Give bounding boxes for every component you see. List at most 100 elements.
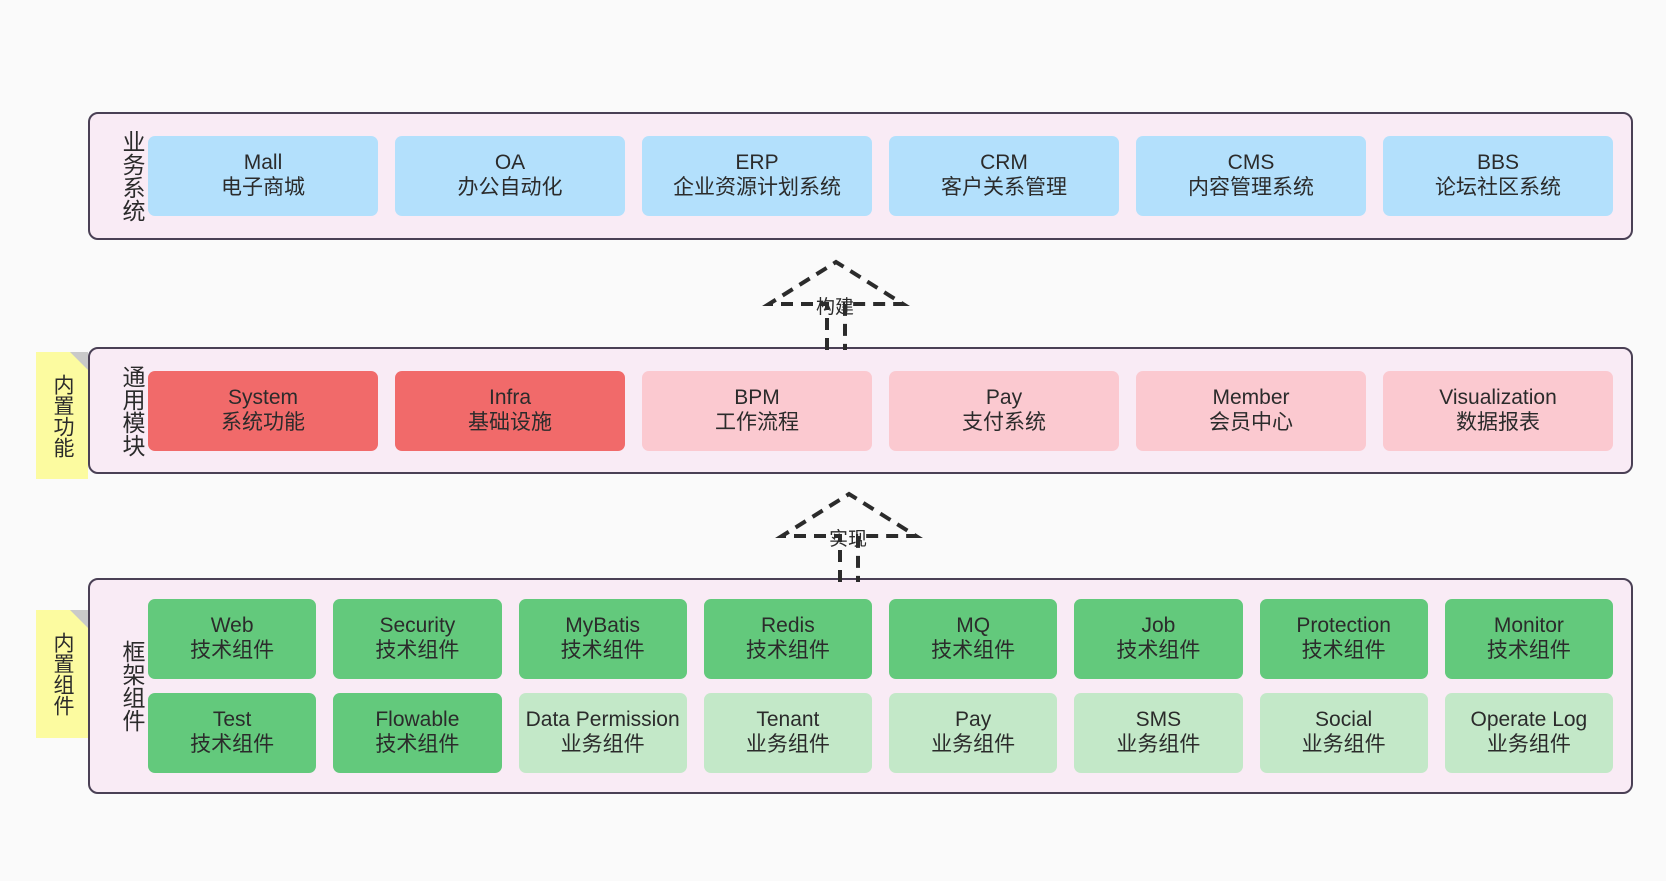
node-desc: 技术组件: [1116, 639, 1201, 662]
node-desc: 数据报表: [1456, 410, 1540, 434]
node-title: System: [227, 385, 298, 409]
node-mybatis[interactable]: MyBatis 技术组件: [518, 599, 687, 679]
layer-body-common: System 系统功能 Infra 基础设施 BPM 工作流程 Pay 支付系统…: [144, 370, 1631, 451]
node-cms[interactable]: CMS 内容管理系统: [1136, 136, 1366, 216]
node-bpm[interactable]: BPM 工作流程: [642, 370, 872, 451]
node-flowable[interactable]: Flowable 技术组件: [333, 693, 502, 773]
node-desc: 业务组件: [745, 733, 830, 756]
node-member[interactable]: Member 会员中心: [1136, 370, 1366, 451]
node-desc: 会员中心: [1209, 410, 1293, 434]
node-title: Security: [379, 614, 456, 638]
node-title: Test: [212, 708, 252, 732]
node-pay[interactable]: Pay 支付系统: [889, 370, 1119, 451]
node-title: MyBatis: [565, 614, 640, 638]
node-title: Redis: [761, 614, 815, 638]
node-desc: 技术组件: [375, 733, 460, 756]
node-desc: 办公自动化: [457, 176, 563, 199]
node-protection[interactable]: Protection 技术组件: [1259, 599, 1428, 679]
node-desc: 系统功能: [221, 410, 305, 434]
node-title: Member: [1212, 385, 1290, 409]
node-desc: 业务组件: [560, 733, 645, 756]
node-desc: 基础设施: [468, 410, 552, 434]
node-row: Test 技术组件 Flowable 技术组件 Data Permission …: [148, 693, 1613, 773]
node-title: Data Permission: [525, 708, 680, 732]
node-title: OA: [494, 151, 526, 175]
sticky-fold-corner-icon: [70, 352, 88, 370]
node-desc: 业务组件: [1301, 733, 1386, 756]
layer-framework-component: 框架组件 Web 技术组件 Security 技术组件 MyBatis 技术组件…: [88, 578, 1633, 794]
node-social[interactable]: Social 业务组件: [1259, 693, 1428, 773]
node-operate-log[interactable]: Operate Log 业务组件: [1444, 693, 1613, 773]
node-title: CMS: [1227, 151, 1275, 175]
node-title: Infra: [488, 385, 532, 409]
node-desc: 业务组件: [1486, 733, 1571, 756]
node-title: CRM: [980, 151, 1028, 175]
node-security[interactable]: Security 技术组件: [333, 599, 502, 679]
node-data-permission[interactable]: Data Permission 业务组件: [518, 693, 687, 773]
node-row: Web 技术组件 Security 技术组件 MyBatis 技术组件 Redi…: [148, 599, 1613, 679]
node-title: Operate Log: [1470, 708, 1588, 732]
connector-implement-arrow: [775, 491, 923, 582]
node-desc: 支付系统: [962, 410, 1046, 434]
node-mall[interactable]: Mall 电子商城: [148, 136, 378, 216]
node-pay-business[interactable]: Pay 业务组件: [889, 693, 1058, 773]
node-infra[interactable]: Infra 基础设施: [395, 370, 625, 451]
node-title: ERP: [735, 151, 779, 175]
sticky-note-builtin-component: 内置组件: [36, 610, 88, 738]
node-desc: 业务组件: [931, 733, 1016, 756]
node-desc: 技术组件: [375, 639, 460, 662]
node-title: BBS: [1476, 151, 1520, 175]
node-title: MQ: [956, 614, 991, 638]
node-desc: 技术组件: [1301, 639, 1386, 662]
node-erp[interactable]: ERP 企业资源计划系统: [642, 136, 872, 216]
layer-body-framework: Web 技术组件 Security 技术组件 MyBatis 技术组件 Redi…: [144, 599, 1631, 773]
node-desc: 技术组件: [190, 639, 275, 662]
node-row: System 系统功能 Infra 基础设施 BPM 工作流程 Pay 支付系统…: [148, 370, 1613, 451]
node-title: Pay: [955, 708, 992, 732]
node-desc: 客户关系管理: [941, 176, 1067, 199]
node-title: Visualization: [1439, 385, 1557, 409]
node-desc: 技术组件: [560, 639, 645, 662]
node-title: SMS: [1135, 708, 1182, 732]
node-title: Pay: [985, 385, 1023, 409]
node-desc: 企业资源计划系统: [673, 176, 841, 199]
node-desc: 内容管理系统: [1188, 176, 1314, 199]
node-web[interactable]: Web 技术组件: [148, 599, 317, 679]
node-desc: 技术组件: [931, 639, 1016, 662]
node-redis[interactable]: Redis 技术组件: [703, 599, 872, 679]
node-title: Mall: [243, 151, 283, 175]
node-desc: 论坛社区系统: [1435, 176, 1561, 199]
sticky-label: 内置组件: [50, 632, 74, 716]
node-bbs[interactable]: BBS 论坛社区系统: [1383, 136, 1613, 216]
sticky-fold-corner-icon: [70, 610, 88, 628]
node-desc: 工作流程: [715, 410, 799, 434]
node-desc: 技术组件: [745, 639, 830, 662]
node-desc: 电子商城: [221, 176, 305, 199]
node-mq[interactable]: MQ 技术组件: [889, 599, 1058, 679]
node-row: Mall 电子商城 OA 办公自动化 ERP 企业资源计划系统 CRM 客户关系…: [148, 136, 1613, 216]
node-system[interactable]: System 系统功能: [148, 370, 378, 451]
node-desc: 业务组件: [1116, 733, 1201, 756]
node-desc: 技术组件: [190, 733, 275, 756]
node-title: Monitor: [1493, 614, 1564, 638]
node-title: Social: [1315, 708, 1373, 732]
sticky-note-builtin-function: 内置功能: [36, 352, 88, 479]
node-monitor[interactable]: Monitor 技术组件: [1444, 599, 1613, 679]
layer-body-business: Mall 电子商城 OA 办公自动化 ERP 企业资源计划系统 CRM 客户关系…: [144, 136, 1631, 216]
layer-business-system: 业务系统 Mall 电子商城 OA 办公自动化 ERP 企业资源计划系统 CRM…: [88, 112, 1633, 240]
node-visualization[interactable]: Visualization 数据报表: [1383, 370, 1613, 451]
node-crm[interactable]: CRM 客户关系管理: [889, 136, 1119, 216]
connector-build-arrow: [762, 259, 910, 350]
node-title: Web: [210, 614, 254, 638]
layer-title-common: 通用模块: [119, 364, 145, 457]
node-desc: 技术组件: [1486, 639, 1571, 662]
node-tenant[interactable]: Tenant 业务组件: [703, 693, 872, 773]
node-oa[interactable]: OA 办公自动化: [395, 136, 625, 216]
node-job[interactable]: Job 技术组件: [1074, 599, 1243, 679]
node-title: BPM: [734, 385, 780, 409]
node-sms[interactable]: SMS 业务组件: [1074, 693, 1243, 773]
node-title: Protection: [1296, 614, 1391, 638]
node-title: Job: [1141, 614, 1176, 638]
node-test[interactable]: Test 技术组件: [148, 693, 317, 773]
